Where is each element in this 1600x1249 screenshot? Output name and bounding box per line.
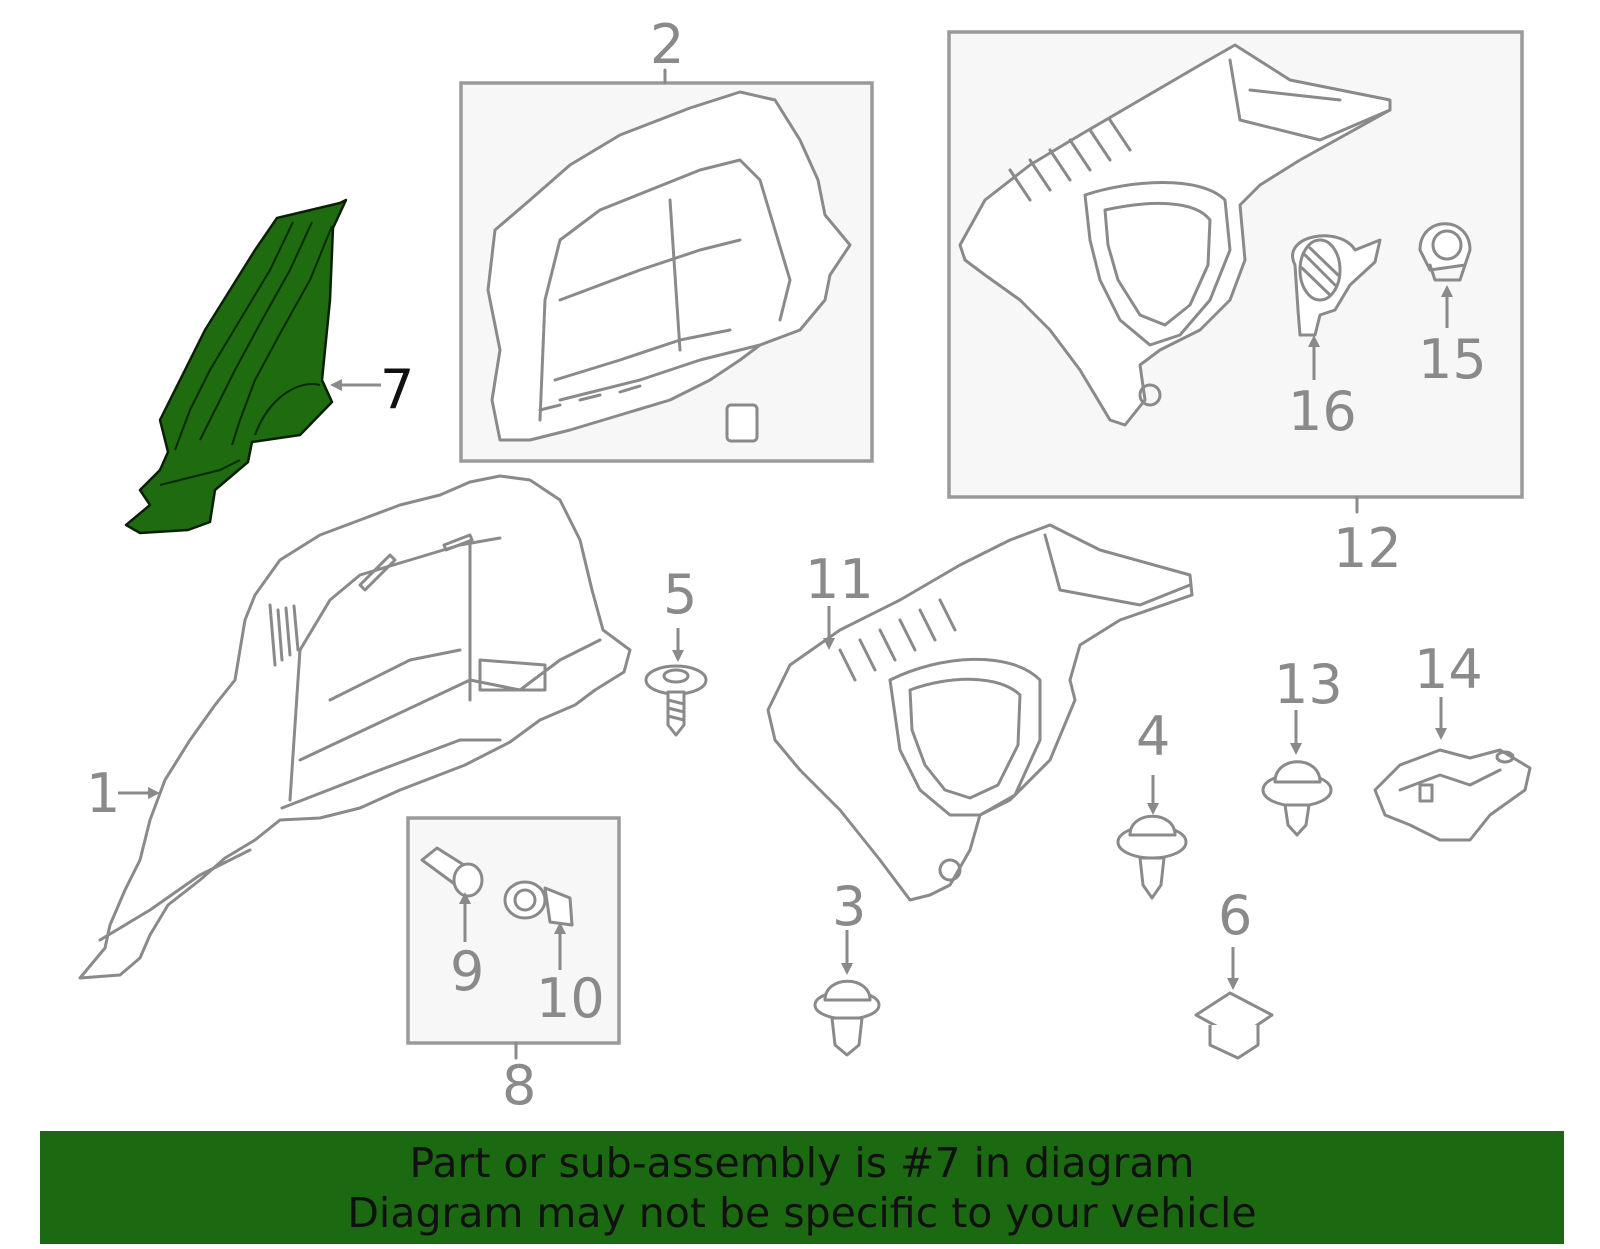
callout-4: 4 — [1136, 705, 1170, 768]
info-banner: Part or sub-assembly is #7 in diagram Di… — [40, 1131, 1564, 1244]
callout-6: 6 — [1218, 884, 1252, 947]
callout-13: 13 — [1274, 653, 1343, 716]
part-4-clip[interactable] — [1116, 814, 1188, 900]
callout-10: 10 — [536, 967, 605, 1030]
part-10-grommet[interactable] — [503, 880, 574, 927]
part-12-side-trim[interactable] — [958, 43, 1392, 427]
banner-line-1: Part or sub-assembly is #7 in diagram — [409, 1139, 1195, 1187]
banner-line-2: Diagram may not be specific to your vehi… — [347, 1189, 1257, 1237]
callout-1: 1 — [86, 762, 120, 825]
callout-12: 12 — [1333, 517, 1402, 580]
part-1-quarter-trim[interactable] — [78, 474, 632, 980]
callout-14: 14 — [1414, 638, 1483, 701]
callout-11: 11 — [805, 548, 874, 611]
part-5-screw[interactable] — [644, 664, 708, 737]
part-15-clip[interactable] — [1418, 222, 1472, 282]
part-9-fastener[interactable] — [420, 846, 484, 898]
part-11-side-trim[interactable] — [766, 523, 1194, 902]
callout-5: 5 — [663, 563, 697, 626]
part-7-highlighted[interactable] — [124, 198, 348, 535]
callout-9: 9 — [450, 940, 484, 1003]
leader-arrows — [118, 285, 1453, 990]
callout-8: 8 — [502, 1054, 536, 1117]
part-14-bracket[interactable] — [1373, 748, 1532, 842]
callout-16: 16 — [1288, 380, 1357, 443]
callout-3: 3 — [832, 875, 866, 938]
callout-7: 7 — [380, 358, 414, 421]
group-box-8 — [406, 816, 621, 1045]
callout-15: 15 — [1418, 328, 1487, 391]
part-6-cap[interactable] — [1194, 991, 1274, 1060]
part-2-inner-panel[interactable] — [486, 90, 852, 443]
part-16-vent[interactable] — [1291, 234, 1382, 337]
callout-2: 2 — [650, 13, 684, 76]
part-3-clip[interactable] — [813, 979, 881, 1057]
part-13-clip[interactable] — [1261, 760, 1333, 837]
